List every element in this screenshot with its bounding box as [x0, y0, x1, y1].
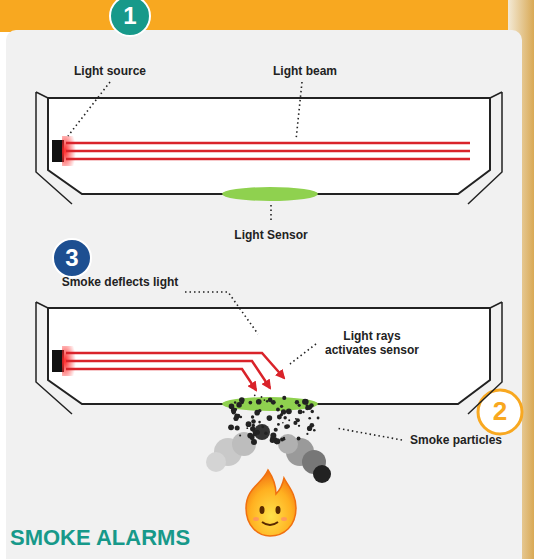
callout-number: 1: [113, 2, 147, 30]
top-bar: [0, 0, 534, 32]
part-label: Light beam: [255, 65, 355, 79]
leader-line: [68, 82, 402, 440]
callout-number: 3: [55, 244, 89, 272]
sensor-chamber: [36, 302, 502, 414]
fire: [246, 470, 296, 536]
callout-number: 2: [483, 397, 517, 427]
callout-circle: [53, 239, 91, 277]
part-label: Light Sensor: [216, 229, 326, 243]
callout-circle: [110, 0, 150, 36]
sensor-chamber: [36, 92, 502, 204]
part-label: Light rays activates sensor: [320, 330, 424, 358]
callout-circle: [478, 390, 522, 434]
light-sensor: [222, 397, 318, 411]
smoke-particles: [228, 394, 319, 444]
title: SMOKE ALARMS: [10, 525, 210, 550]
light-sensor: [222, 187, 318, 201]
panel: [6, 30, 522, 559]
part-label: Smoke particles: [404, 434, 508, 448]
part-label: Light source: [55, 65, 165, 79]
part-label: Smoke deflects light: [50, 276, 190, 290]
